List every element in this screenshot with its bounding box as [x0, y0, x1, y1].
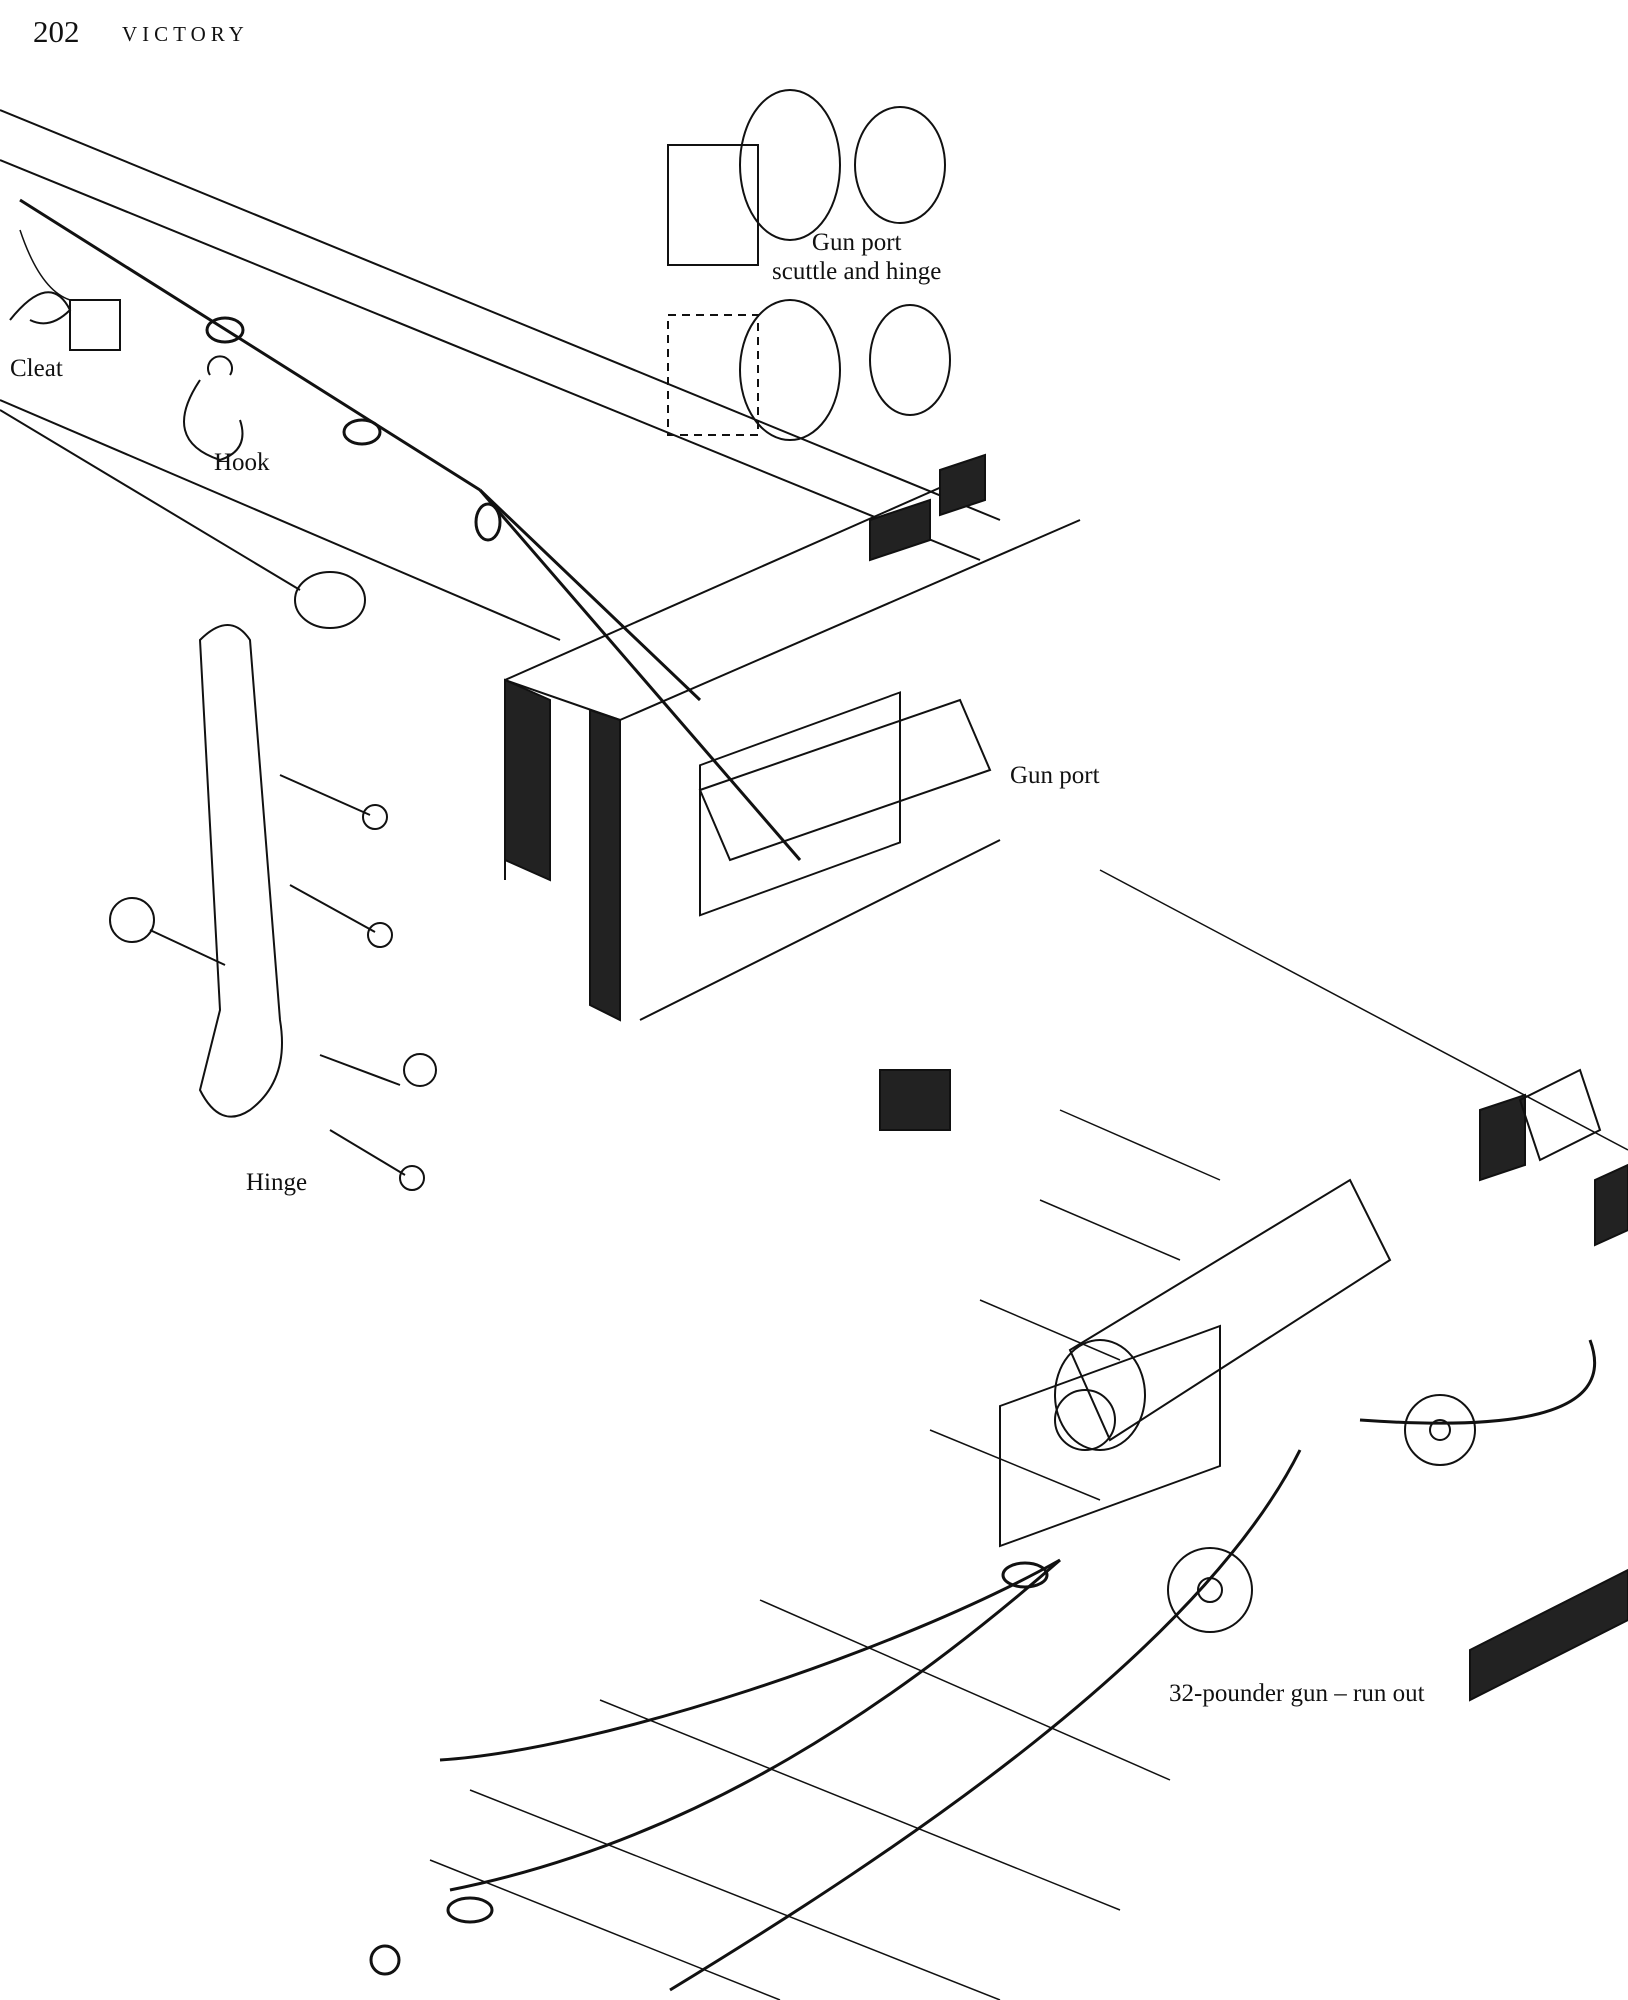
- gun-port-frame: [698, 691, 992, 917]
- label-hook: Hook: [214, 449, 270, 476]
- cannon: [999, 1068, 1602, 1633]
- scuttle-detail: [667, 89, 951, 441]
- label-gun-port: Gun port: [1010, 762, 1100, 789]
- label-hinge: Hinge: [246, 1169, 308, 1196]
- cleat-hook-detail: [9, 229, 244, 462]
- gun-tackle-ropes: [369, 1339, 1597, 1992]
- label-32-pounder-gun: 32-pounder gun – run out: [1169, 1680, 1425, 1707]
- page-number: 202: [33, 14, 80, 49]
- label-scuttle-line1: Gun port: [811, 229, 902, 256]
- port-tackle-ropes: [19, 198, 802, 861]
- hull-side-beams: [0, 109, 1081, 1021]
- label-gun-port-scuttle: Gun port scuttle and hinge: [772, 228, 941, 286]
- deck-planking: [429, 869, 1628, 2000]
- label-cleat: Cleat: [10, 355, 63, 382]
- timber-ends: [504, 453, 1628, 1702]
- running-title: VICTORY: [122, 22, 249, 46]
- hinge-detail: [109, 571, 437, 1191]
- label-scuttle-line2: scuttle and hinge: [772, 258, 942, 285]
